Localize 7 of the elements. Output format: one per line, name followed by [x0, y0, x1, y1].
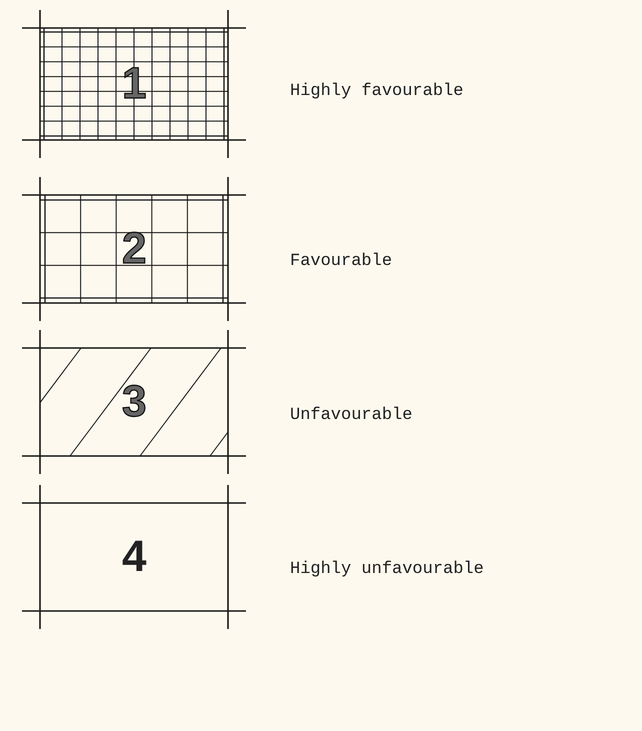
- rating-description: Unfavourable: [290, 406, 412, 425]
- rating-number: 4: [122, 535, 146, 579]
- rating-description: Highly favourable: [290, 82, 464, 101]
- rating-description: Highly unfavourable: [290, 560, 484, 579]
- rating-number: 3: [122, 380, 146, 424]
- rating-description: Favourable: [290, 252, 392, 271]
- rating-number: 2: [122, 227, 146, 271]
